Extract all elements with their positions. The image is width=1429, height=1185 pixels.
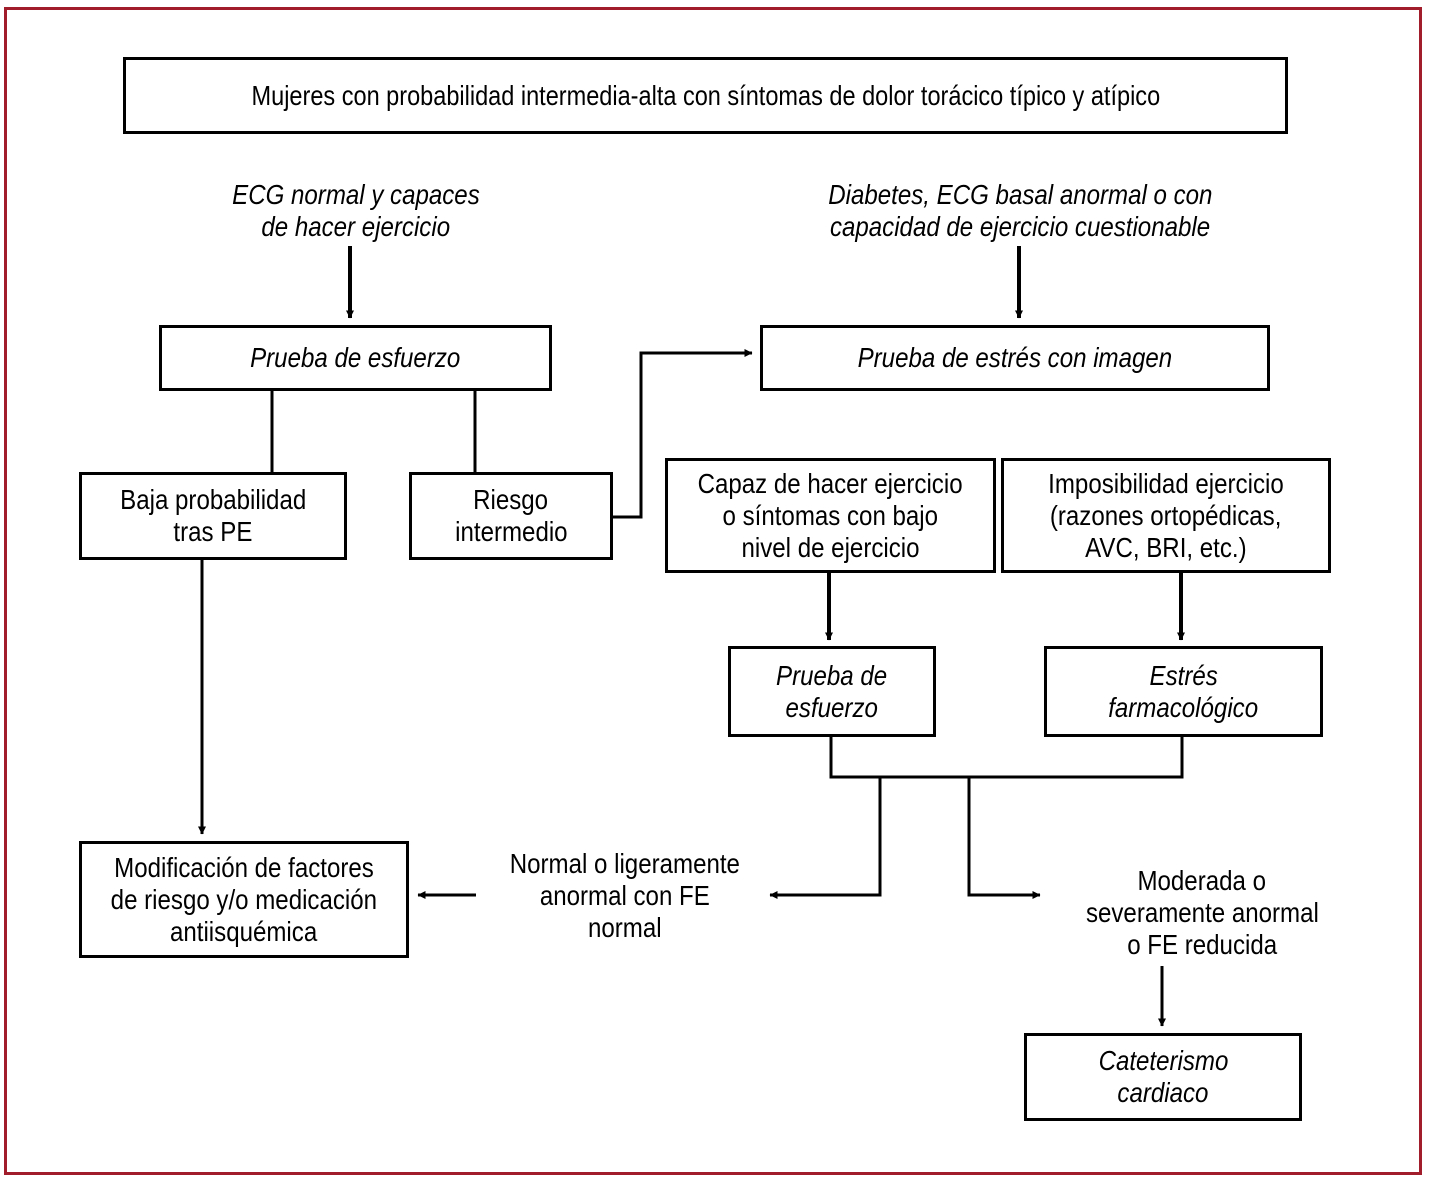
node-baja-line-1: Baja probabilidad	[119, 484, 307, 515]
node-capaz-line-2: o síntomas con bajo	[722, 499, 939, 531]
node-moderada-line-1: Moderada o	[1137, 865, 1267, 896]
title-text: Mujeres con probabilidad intermedia-alta…	[251, 79, 1160, 111]
node-imposibilidad-ejercicio: Imposibilidad ejercicio (razones ortopéd…	[1001, 458, 1331, 573]
node-moderada-line-3: o FE reducida	[1127, 929, 1277, 960]
node-riesgo-line-2: intermedio	[454, 516, 568, 547]
node-cateterismo: Cateterismo cardiaco	[1024, 1033, 1302, 1121]
arrow-riesgo-to-imagen	[612, 349, 753, 519]
title-box: Mujeres con probabilidad intermedia-alta…	[123, 57, 1288, 134]
condition-right: Diabetes, ECG basal anormal o con capaci…	[740, 178, 1300, 244]
figure-frame	[4, 7, 1422, 1175]
node-estres-farmacologico: Estrés farmacológico	[1044, 646, 1323, 737]
node-capaz-line-1: Capaz de hacer ejercicio	[697, 467, 964, 499]
node-moderada-line-2: severamente anormal	[1085, 897, 1319, 928]
node-imposibilidad-line-2: (razones ortopédicas,	[1050, 499, 1282, 531]
connector-merge	[829, 735, 1184, 779]
node-riesgo-line-1: Riesgo	[473, 484, 549, 515]
node-moderada-severa: Moderada o severamente anormal o FE redu…	[1045, 864, 1359, 962]
node-capaz-ejercicio: Capaz de hacer ejercicio o síntomas con …	[665, 458, 996, 573]
node-prueba-imagen: Prueba de estrés con imagen	[760, 325, 1270, 391]
condition-left-line-2: de hacer ejercicio	[261, 211, 451, 242]
condition-right-line-2: capacidad de ejercicio cuestionable	[829, 211, 1211, 242]
node-riesgo-intermedio: Riesgo intermedio	[409, 472, 613, 560]
node-prueba2-line-1: Prueba de	[776, 659, 888, 691]
node-modificacion-line-1: Modificación de factores	[114, 851, 374, 883]
node-estres-line-2: farmacológico	[1108, 691, 1259, 723]
node-modificacion-line-2: de riesgo y/o medicación	[110, 883, 378, 915]
arrow-to-moderada	[967, 777, 1041, 899]
node-estres-line-1: Estrés	[1149, 659, 1218, 691]
node-capaz-line-3: nivel de ejercicio	[741, 531, 920, 563]
node-normal-line-1: Normal o ligeramente	[509, 848, 741, 879]
node-normal-ligeramente: Normal o ligeramente anormal con FE norm…	[476, 847, 774, 945]
node-baja-probabilidad: Baja probabilidad tras PE	[79, 472, 347, 560]
node-imposibilidad-line-1: Imposibilidad ejercicio	[1048, 467, 1284, 499]
node-modificacion-line-3: antiisquémica	[170, 915, 318, 947]
node-imposibilidad-line-3: AVC, BRI, etc.)	[1085, 531, 1247, 563]
node-prueba-esfuerzo-2: Prueba de esfuerzo	[728, 646, 936, 737]
node-prueba-imagen-text: Prueba de estrés con imagen	[857, 342, 1173, 373]
node-cateterismo-line-1: Cateterismo	[1098, 1045, 1228, 1076]
condition-left: ECG normal y capaces de hacer ejercicio	[156, 178, 556, 244]
node-prueba-esfuerzo-text: Prueba de esfuerzo	[250, 342, 461, 373]
condition-left-line-1: ECG normal y capaces	[232, 179, 480, 210]
node-baja-line-2: tras PE	[173, 516, 253, 547]
node-prueba-esfuerzo: Prueba de esfuerzo	[159, 325, 552, 391]
arrow-to-normal	[769, 777, 882, 899]
node-normal-line-2: anormal con FE	[540, 880, 710, 911]
condition-right-line-1: Diabetes, ECG basal anormal o con	[827, 179, 1213, 210]
node-modificacion: Modificación de factores de riesgo y/o m…	[79, 841, 409, 958]
node-cateterismo-line-2: cardiaco	[1117, 1077, 1209, 1108]
node-normal-line-3: normal	[588, 912, 662, 943]
node-prueba2-line-2: esfuerzo	[785, 691, 879, 723]
